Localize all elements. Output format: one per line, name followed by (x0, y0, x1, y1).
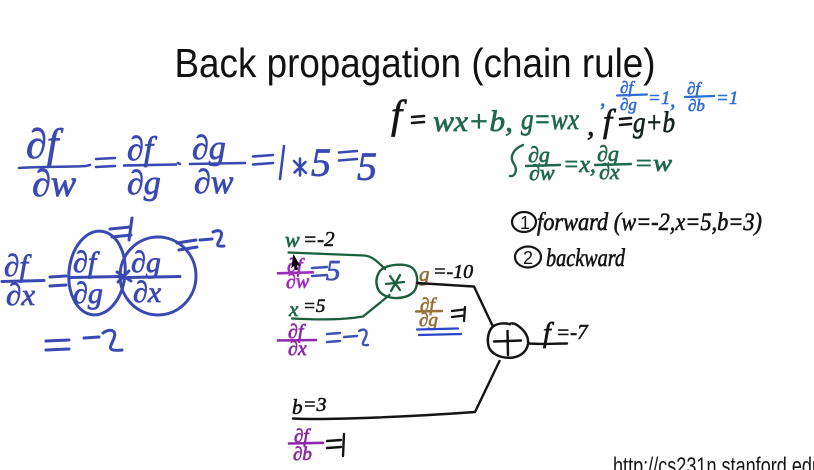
svg-text:∂f: ∂f (288, 321, 306, 343)
svg-text:backward: backward (546, 245, 625, 272)
svg-text:g: g (419, 262, 430, 286)
svg-text:,: , (670, 87, 676, 112)
svg-text:∂f: ∂f (687, 79, 702, 98)
svg-text:=1: =1 (648, 88, 670, 109)
svg-text:=1: =1 (716, 88, 738, 109)
svg-text:∂g: ∂g (528, 142, 550, 167)
svg-text:∂b: ∂b (688, 96, 705, 115)
svg-text:=w: =w (634, 151, 672, 177)
svg-text:=-7: =-7 (556, 320, 589, 344)
svg-text:forward (w=-2,x=5,b=3): forward (w=-2,x=5,b=3) (537, 209, 762, 236)
svg-text:g=wx: g=wx (521, 103, 580, 136)
svg-text:g+b: g+b (633, 106, 675, 139)
svg-text:x: x (288, 297, 299, 321)
svg-text:∂w: ∂w (32, 163, 77, 205)
svg-text:5: 5 (326, 255, 341, 287)
svg-text:∂x: ∂x (599, 159, 620, 184)
svg-text:,: , (587, 109, 595, 142)
svg-text:∂w: ∂w (529, 160, 555, 185)
svg-text:∂w: ∂w (286, 271, 310, 293)
svg-text:∂g: ∂g (620, 95, 637, 114)
svg-text:5: 5 (311, 140, 331, 185)
svg-text:∂f: ∂f (620, 78, 635, 97)
svg-text:,: , (600, 86, 606, 111)
svg-text:=3: =3 (303, 394, 327, 416)
svg-text:∂b: ∂b (293, 444, 312, 465)
svg-text:b: b (292, 395, 303, 419)
svg-text:∂x: ∂x (6, 277, 35, 312)
svg-text:=-2: =-2 (303, 227, 335, 251)
svg-text:=-10: =-10 (433, 261, 473, 283)
svg-text:∂f: ∂f (127, 131, 158, 168)
svg-text:∂w: ∂w (194, 164, 234, 201)
svg-text:∂x: ∂x (288, 338, 307, 360)
svg-text:2: 2 (523, 248, 533, 268)
svg-text:w: w (285, 227, 300, 252)
svg-text:1: 1 (520, 213, 530, 233)
svg-text:http://cs231n.stanford.edu: http://cs231n.stanford.edu (613, 453, 814, 470)
svg-text:∂f: ∂f (26, 122, 64, 168)
svg-text:f: f (543, 318, 554, 349)
svg-text:=5: =5 (303, 296, 325, 317)
svg-text:∂g: ∂g (192, 130, 226, 167)
svg-text:∂x: ∂x (133, 276, 162, 309)
svg-text:5: 5 (357, 144, 377, 189)
svg-text:∂f: ∂f (4, 248, 32, 283)
svg-text:wx+b,: wx+b, (433, 105, 513, 138)
svg-text:∂g: ∂g (131, 246, 161, 279)
svg-text:∂f: ∂f (73, 246, 100, 279)
svg-text:=x,: =x, (563, 152, 596, 178)
svg-text:∂g: ∂g (597, 141, 619, 166)
svg-text:∂g: ∂g (419, 310, 438, 331)
svg-text:Back propagation (chain rule): Back propagation (chain rule) (175, 40, 656, 86)
svg-text:∂g: ∂g (127, 165, 161, 202)
